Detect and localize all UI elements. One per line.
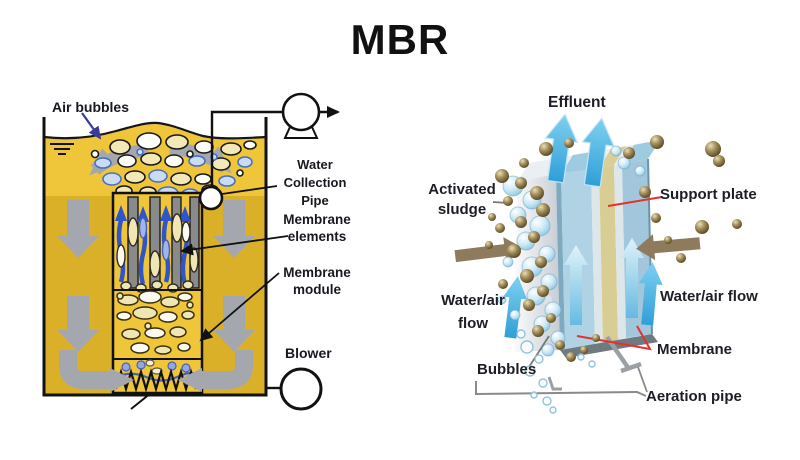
tank-walls (42, 117, 268, 397)
membrane-label: Membrane (657, 341, 733, 358)
sludge-particles (485, 135, 742, 362)
effluent-arrow-icons (544, 113, 615, 188)
bubbles-label: Bubbles (477, 361, 537, 378)
diffuser-zigzag (114, 368, 198, 393)
membrane-elements-label: Membrane elements (283, 212, 351, 244)
air-bubbles-label: Air bubbles (52, 99, 130, 115)
inflow-arrow-icons (454, 234, 701, 263)
membrane-bioreactor-tank (42, 92, 340, 411)
support-plate-label: Support plate (660, 186, 757, 203)
membrane-module-label: Membrane module (283, 265, 351, 298)
flat-sheet-module-illustration (454, 113, 742, 414)
effluent-label: Effluent (548, 94, 606, 111)
left-leader-lines (81, 112, 289, 342)
red-leader-lines (576, 196, 663, 351)
bubble-ovals-middle (116, 290, 195, 355)
membrane-module (111, 191, 204, 395)
aeration-pipe-label: Aeration pipe (646, 388, 742, 405)
activated-sludge-label: Activated sludge (428, 181, 496, 218)
aerator-zone (114, 359, 202, 393)
water-air-flow-right-label: Water/air flow (660, 288, 758, 305)
internal-flow-arrow-icons (564, 238, 644, 325)
circulation-arrow-icons-sides (57, 200, 255, 392)
water-level-icon (50, 143, 74, 155)
blower-label: Blower (285, 345, 332, 361)
water-air-flow-arrow-icons (503, 262, 663, 339)
pump-icon (210, 92, 340, 187)
page-title: MBR (350, 16, 450, 63)
water-collection-pipe-port (198, 185, 224, 211)
blower-icon (130, 367, 323, 411)
water-collection-pipe-label: Water Collection Pipe (283, 157, 347, 208)
small-bubble-icons (516, 329, 596, 414)
water-air-flow-left-label: Water/air flow (441, 292, 505, 332)
